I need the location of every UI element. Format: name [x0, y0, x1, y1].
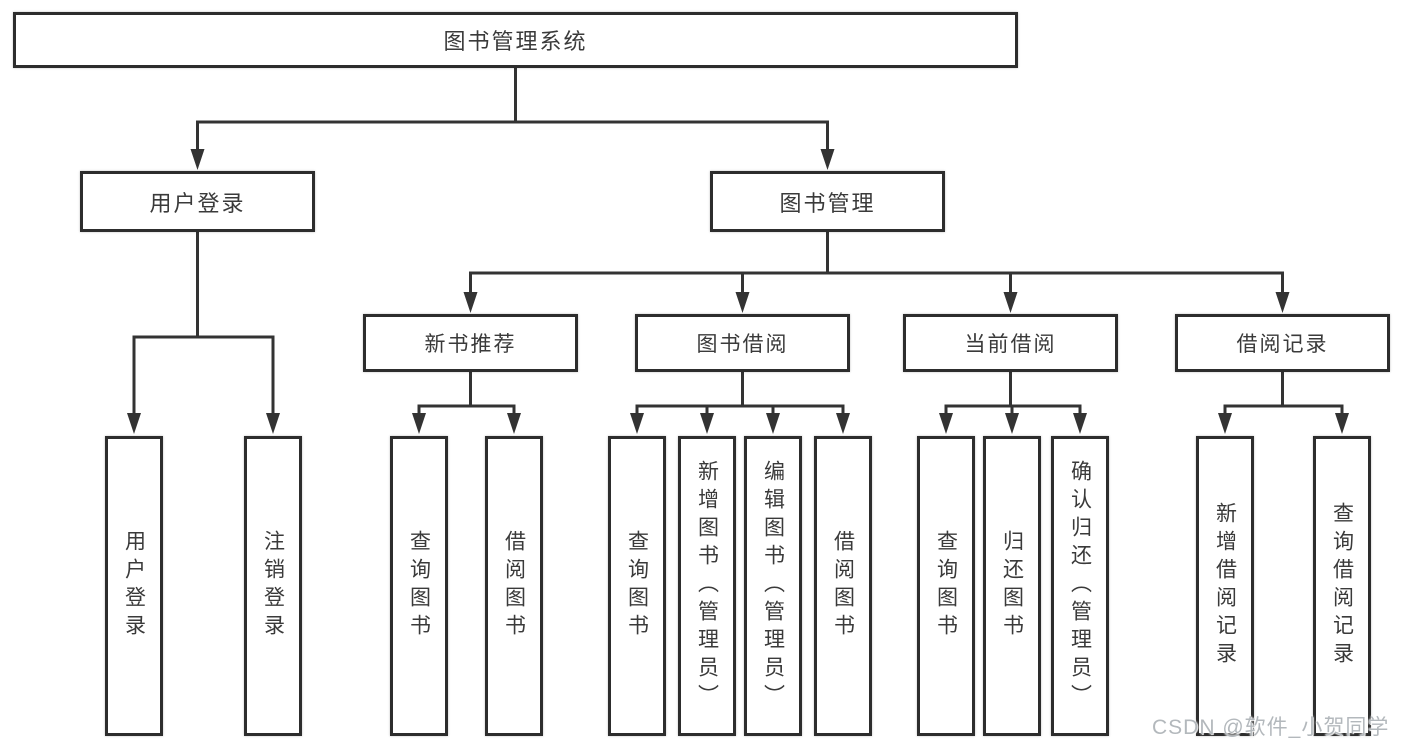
watermark: CSDN @软件_小贺同学 — [1152, 716, 1390, 739]
arrow-down-icon — [127, 413, 141, 434]
leaf-query-books-recommend: 查询图书 — [390, 436, 448, 736]
arrow-down-icon — [820, 149, 835, 170]
leaf-edit-books-admin: 编辑图书（管理员） — [744, 436, 802, 736]
arrow-down-icon — [412, 413, 426, 434]
node-book-management: 图书管理 — [710, 171, 945, 232]
arrow-down-icon — [1003, 292, 1018, 313]
node-current-borrowing: 当前借阅 — [903, 314, 1118, 372]
arrow-down-icon — [939, 413, 953, 434]
arrow-down-icon — [1073, 413, 1087, 434]
arrow-down-icon — [735, 292, 750, 313]
leaf-return-books: 归还图书 — [983, 436, 1041, 736]
leaf-user-login: 用户登录 — [105, 436, 163, 736]
arrow-down-icon — [1335, 413, 1349, 434]
leaf-borrow-books-recommend: 借阅图书 — [485, 436, 543, 736]
arrow-down-icon — [463, 292, 478, 313]
leaf-query-books-current: 查询图书 — [917, 436, 975, 736]
arrow-down-icon — [700, 413, 714, 434]
leaf-query-books-borrowing: 查询图书 — [608, 436, 666, 736]
leaf-add-borrow-record: 新增借阅记录 — [1196, 436, 1254, 736]
arrow-down-icon — [1275, 292, 1290, 313]
arrow-down-icon — [1218, 413, 1232, 434]
arrow-down-icon — [630, 413, 644, 434]
arrow-down-icon — [1005, 413, 1019, 434]
leaf-query-borrow-record: 查询借阅记录 — [1313, 436, 1371, 736]
arrow-down-icon — [836, 413, 850, 434]
arrow-down-icon — [266, 413, 280, 434]
leaf-borrow-books-borrowing: 借阅图书 — [814, 436, 872, 736]
arrow-down-icon — [190, 149, 205, 170]
leaf-confirm-return-admin: 确认归还（管理员） — [1051, 436, 1109, 736]
node-new-book-recommendation: 新书推荐 — [363, 314, 578, 372]
leaf-logout: 注销登录 — [244, 436, 302, 736]
arrow-down-icon — [507, 413, 521, 434]
arrow-down-icon — [766, 413, 780, 434]
leaf-add-books-admin: 新增图书（管理员） — [678, 436, 736, 736]
node-root-system: 图书管理系统 — [13, 12, 1018, 68]
node-book-borrowing: 图书借阅 — [635, 314, 850, 372]
node-user-login-branch: 用户登录 — [80, 171, 315, 232]
node-borrowing-records: 借阅记录 — [1175, 314, 1390, 372]
